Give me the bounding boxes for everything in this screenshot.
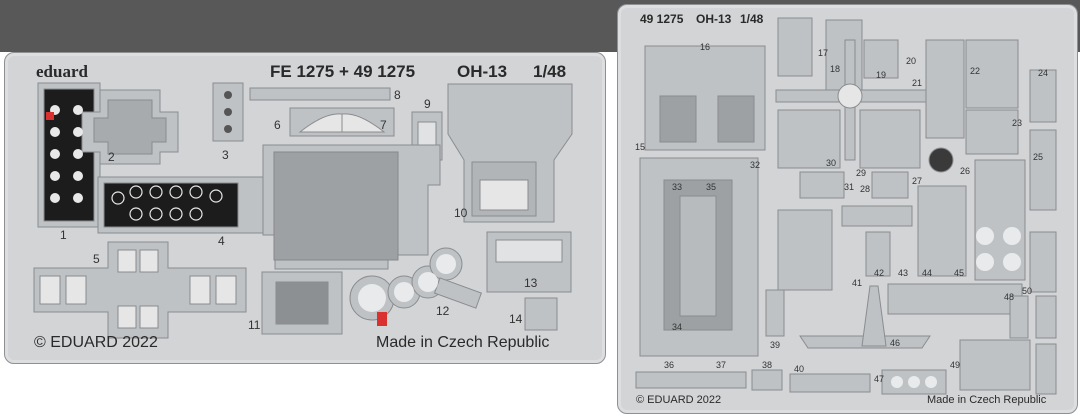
part-number: 3 — [222, 148, 229, 162]
part-number: 40 — [794, 364, 805, 374]
part-number: 37 — [716, 360, 727, 370]
part-number: 44 — [922, 268, 933, 278]
eduard-logo: eduard — [36, 62, 88, 81]
part-number: 48 — [1004, 292, 1015, 302]
part-41 — [777, 209, 833, 291]
part-number: 28 — [860, 184, 871, 194]
part-number: 46 — [890, 338, 901, 348]
part-number: 6 — [274, 118, 281, 132]
part-number: 38 — [762, 360, 773, 370]
fret-left-copyright: © EDUARD 2022 — [34, 334, 158, 351]
fret-right-copyright: © EDUARD 2022 — [636, 394, 722, 406]
part-number: 31 — [844, 182, 855, 192]
part-23 — [965, 109, 1019, 155]
part-50a — [1029, 231, 1057, 293]
part-number: 34 — [672, 322, 683, 332]
fret-right-header: 49 1275 — [640, 12, 684, 26]
part-29-30 — [777, 109, 841, 169]
part-number: 7 — [380, 118, 387, 132]
part-number: 23 — [1012, 118, 1023, 128]
part-number: 11 — [248, 318, 261, 332]
part-number: 43 — [898, 268, 909, 278]
fret-right-model: OH-13 — [696, 12, 732, 26]
part-5 — [33, 241, 247, 339]
part-number: 12 — [436, 304, 450, 318]
part-number: 17 — [818, 48, 829, 58]
fret-left-made-in: Made in Czech Republic — [376, 334, 550, 351]
part-number: 19 — [876, 70, 887, 80]
part-42 — [865, 231, 891, 277]
part-39 — [765, 289, 785, 337]
part-31 — [799, 171, 845, 199]
part-number: 39 — [770, 340, 781, 350]
part-number: 36 — [664, 360, 675, 370]
part-number: 21 — [912, 78, 923, 88]
part-number: 13 — [524, 276, 538, 290]
fret-right-scale: 1/48 — [740, 12, 764, 26]
part-24 — [1029, 69, 1057, 123]
part-14 — [524, 297, 558, 331]
part-22 — [965, 39, 1019, 109]
part-number: 15 — [635, 142, 646, 152]
part-number: 42 — [874, 268, 885, 278]
part-number: 18 — [830, 64, 841, 74]
part-number: 16 — [700, 42, 711, 52]
part-44-45 — [917, 185, 967, 277]
fret-right-made-in: Made in Czech Republic — [927, 394, 1047, 406]
part-number: 25 — [1033, 152, 1044, 162]
part-38 — [751, 369, 783, 391]
part-number: 20 — [906, 56, 917, 66]
part-number: 27 — [912, 176, 923, 186]
part-number: 10 — [454, 206, 468, 220]
fret-left-model: OH-13 — [457, 62, 508, 81]
part-number: 4 — [218, 234, 225, 248]
part-number: 33 — [672, 182, 683, 192]
part-number: 35 — [706, 182, 717, 192]
part-number: 8 — [394, 88, 401, 102]
part-49 — [959, 339, 1031, 391]
part-number: 49 — [950, 360, 961, 370]
part-number: 32 — [750, 160, 761, 170]
part-number: 1 — [60, 228, 67, 242]
part-21 — [925, 39, 965, 139]
fret-left-header: FE 1275 + 49 1275 — [270, 62, 416, 81]
part-19 — [863, 39, 899, 79]
part-number: 26 — [960, 166, 971, 176]
part-number: 14 — [509, 312, 523, 326]
part-number: 45 — [954, 268, 965, 278]
part-number: 50 — [1022, 286, 1033, 296]
part-number: 30 — [826, 158, 837, 168]
part-number: 24 — [1038, 68, 1049, 78]
part-number: 9 — [424, 97, 431, 111]
part-number: 29 — [856, 168, 867, 178]
part-number: 41 — [852, 278, 863, 288]
part-8 — [249, 87, 391, 101]
part-48 — [887, 283, 1023, 315]
part-50b — [1009, 295, 1029, 339]
part-number: 2 — [108, 150, 115, 164]
part-40 — [789, 373, 871, 393]
fret-left-scale: 1/48 — [533, 62, 567, 81]
part-number: 5 — [93, 252, 100, 266]
part-number: 47 — [874, 374, 885, 384]
part-36-37 — [635, 371, 747, 389]
part-17 — [777, 17, 813, 77]
part-number: 22 — [970, 66, 981, 76]
part-24b — [1029, 129, 1057, 211]
part-27-28 — [871, 171, 909, 199]
